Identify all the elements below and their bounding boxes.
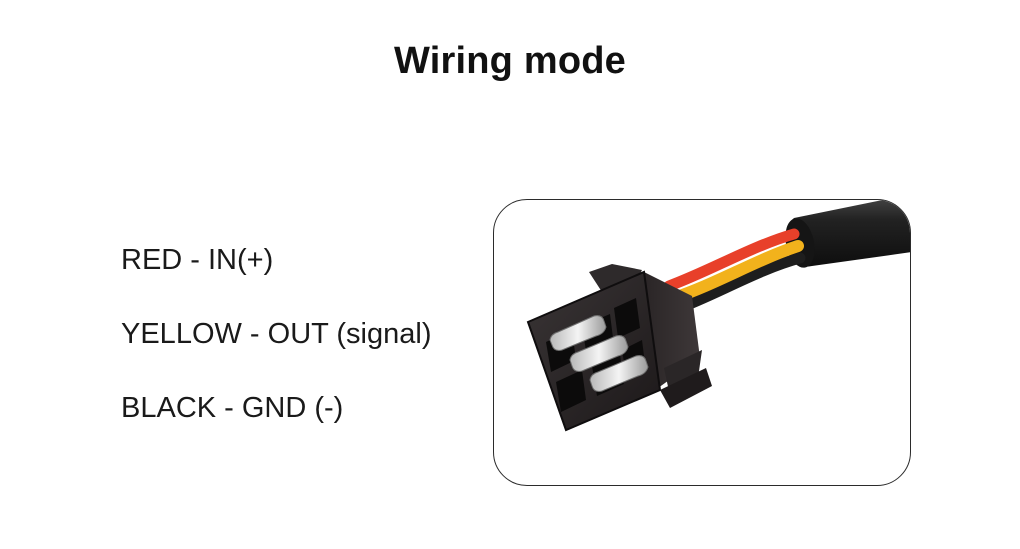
- cable-sheath: [786, 200, 910, 267]
- wire-yellow: [668, 240, 804, 304]
- metal-pins: [549, 315, 649, 392]
- wire-legend: RED - IN(+) YELLOW - OUT (signal) BLACK …: [121, 238, 431, 460]
- connector-flange: [660, 368, 712, 408]
- page-title: Wiring mode: [394, 40, 626, 82]
- connector-plug-icon: [526, 200, 910, 432]
- connector-photo-frame: [493, 199, 911, 486]
- legend-item-black: BLACK - GND (-): [121, 392, 344, 424]
- legend-item-yellow: YELLOW - OUT (signal): [121, 318, 432, 350]
- wire-red: [663, 228, 800, 292]
- legend-item-red: RED - IN(+): [121, 244, 274, 276]
